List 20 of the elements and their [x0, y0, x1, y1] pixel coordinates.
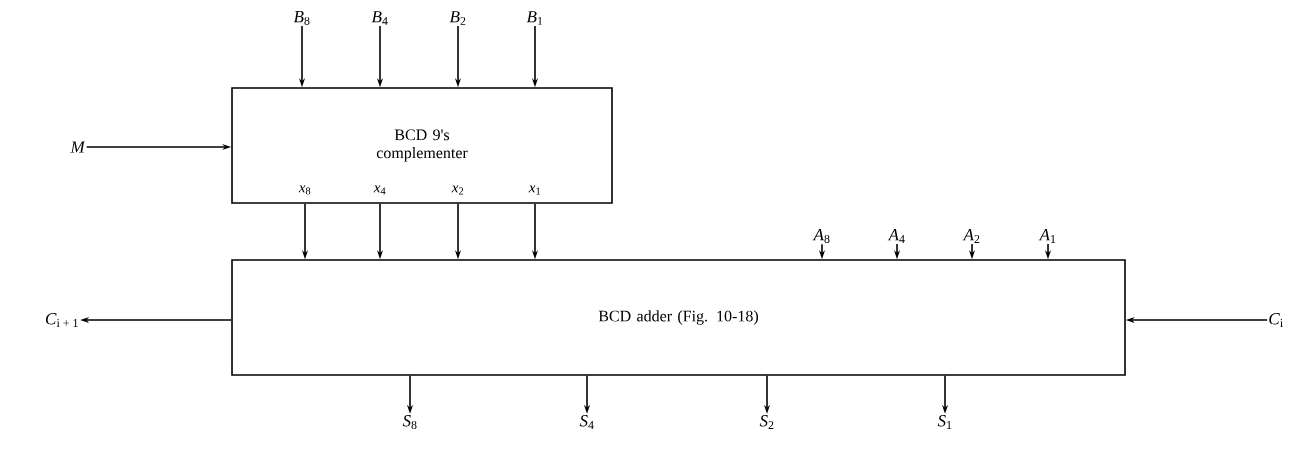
signal-label: B$_{4}$ — [371, 11, 388, 25]
signal-label: B$_{8}$ — [293, 11, 310, 25]
signal-label: B$_{2}$ — [449, 11, 466, 25]
signal-label: A$_{8}$ — [812, 229, 830, 243]
signal-label: S$_{8}$ — [402, 415, 417, 429]
signal-label: A$_{2}$ — [962, 229, 980, 243]
port-label: x$_{1}$ — [528, 185, 541, 195]
port-label: x$_{4}$ — [373, 185, 386, 195]
port-label: x$_{8}$ — [298, 185, 311, 195]
signal-label: C$_{i}$ — [1269, 313, 1283, 327]
port-label: x$_{2}$ — [451, 185, 464, 195]
block-box: BCD adder (Fig. 10-18) — [231, 259, 1126, 376]
signal-label: A$_{1}$ — [1038, 229, 1056, 243]
signal-label: S$_{1}$ — [937, 415, 952, 429]
signal-label: A$_{4}$ — [887, 229, 905, 243]
signal-label: C$_{i + 1}$ — [46, 313, 78, 327]
signal-label: S$_{2}$ — [759, 415, 774, 429]
signal-label: S$_{4}$ — [579, 415, 594, 429]
signal-label: B$_{1}$ — [526, 11, 543, 25]
signal-label: M — [70, 141, 86, 153]
